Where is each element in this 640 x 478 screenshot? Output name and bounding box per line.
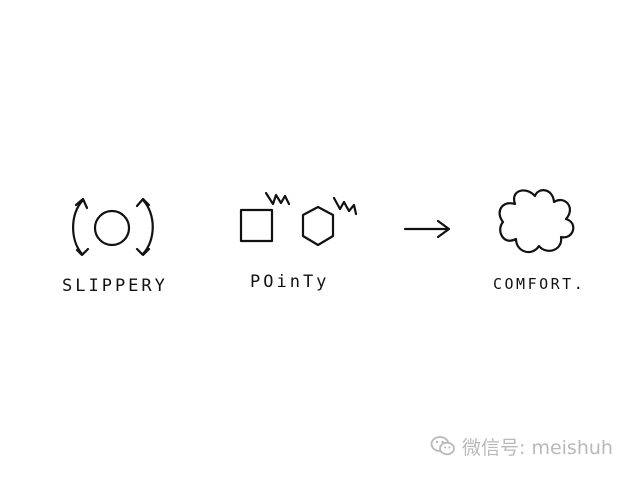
pointy-spark-2 (332, 196, 358, 216)
pointy-hexagon (301, 205, 335, 247)
label-slippery: SLIPPERY (62, 276, 168, 296)
left-rotation-arrow (72, 198, 85, 256)
comfort-flower (498, 189, 575, 254)
left-arrowhead (74, 197, 89, 210)
pointy-square (239, 208, 274, 243)
right-rotation-arrow (141, 198, 154, 256)
pointy-spark-1 (264, 191, 291, 206)
transition-arrow (403, 219, 451, 239)
left-arrowhead-bottom (75, 247, 90, 257)
slippery-circle (93, 209, 131, 247)
label-comfort: COMFORT. (493, 275, 586, 293)
watermark: 微信号: meishuh (430, 433, 613, 459)
slippery-graphic (72, 197, 154, 257)
pointy-graphic (239, 191, 358, 247)
watermark-text: 微信号: meishuh (462, 436, 613, 459)
right-arrowhead-top (135, 197, 151, 208)
label-pointy: POinTy (250, 272, 330, 292)
wechat-icon (430, 436, 455, 456)
right-arrowhead-bottom (135, 247, 151, 257)
